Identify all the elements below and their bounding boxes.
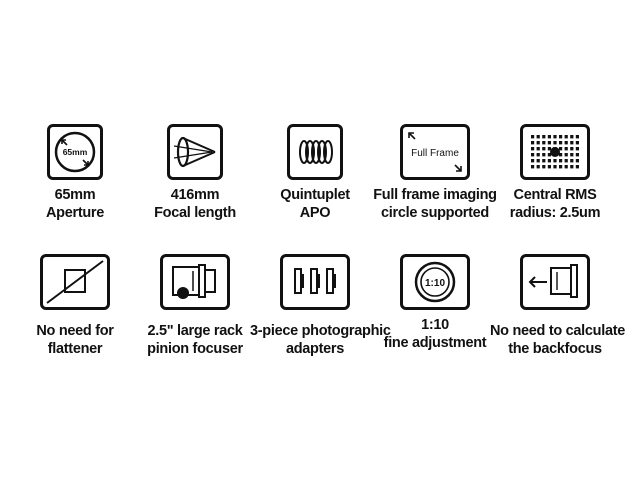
feature-caption: Full frame imaging circle supported <box>373 187 497 221</box>
full-frame-icon: Full Frame <box>400 124 470 180</box>
feature-caption: No need to calculate the backfocus <box>490 323 626 357</box>
fine-adjustment-icon: 1:10 <box>400 254 470 310</box>
photographic-adapters-icon <box>280 254 350 310</box>
feature-caption: 3-piece photographic adapters <box>250 323 391 357</box>
feature-caption: 416mm Focal length <box>154 187 236 221</box>
aperture-icon-label: 65mm <box>63 147 88 157</box>
aperture-icon: 65mm <box>47 124 103 180</box>
rack-pinion-focuser-icon <box>160 254 230 310</box>
full-frame-icon-label: Full Frame <box>411 148 459 159</box>
feature-caption: 65mm Aperture <box>45 187 105 221</box>
focal-length-icon <box>167 124 223 180</box>
feature-caption: Central RMS radius: 2.5um <box>509 187 601 221</box>
fine-adjustment-icon-label: 1:10 <box>425 278 445 289</box>
lens-elements-icon <box>287 124 343 180</box>
rms-grid-icon <box>520 124 590 180</box>
backfocus-icon <box>520 254 590 310</box>
feature-caption: 2.5" large rack pinion focuser <box>147 323 243 357</box>
feature-caption: No need for flattener <box>36 323 114 357</box>
feature-caption: Quintuplet APO <box>280 187 350 221</box>
feature-caption: 1:10 fine adjustment <box>383 317 487 351</box>
no-flattener-icon <box>40 254 110 310</box>
